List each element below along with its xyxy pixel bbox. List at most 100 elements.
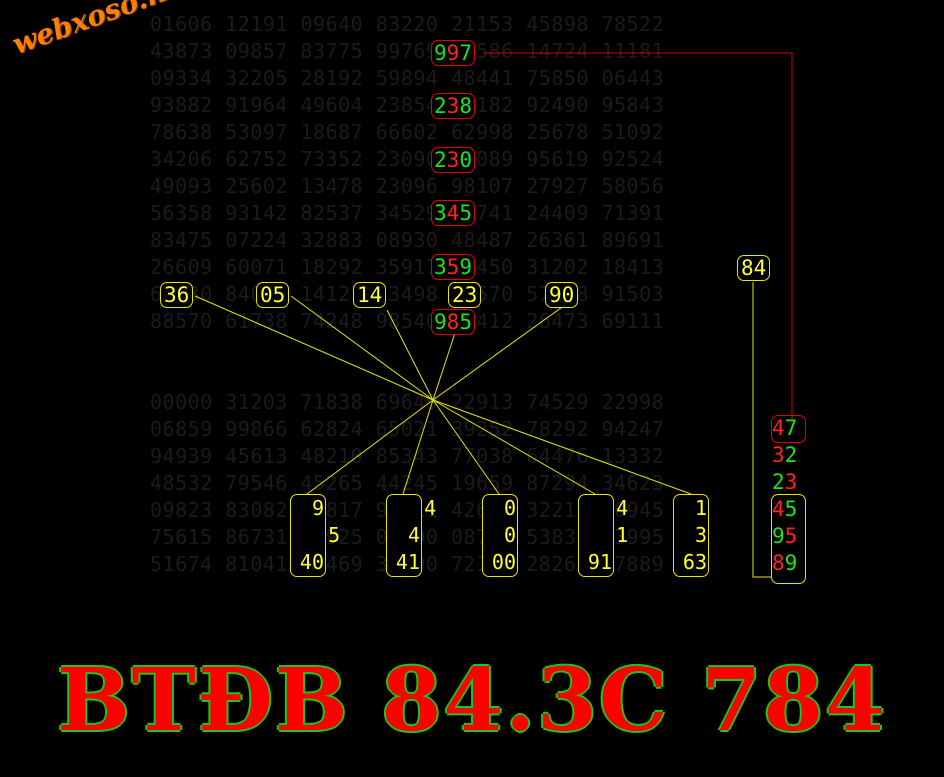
- column-value: 0: [503, 496, 516, 520]
- grid-row: 94939 45613 48210 85343 77038 64476 1333…: [150, 444, 665, 468]
- connector-line: [432, 399, 500, 495]
- column-value: 0: [503, 523, 516, 547]
- digit: 5: [446, 255, 460, 279]
- digit: 3: [446, 94, 460, 118]
- digit: 9: [784, 551, 798, 575]
- right-pair: 45: [770, 496, 799, 523]
- column-value: 91: [587, 550, 612, 574]
- label-84: 84: [737, 255, 771, 281]
- yellow-label: 23: [448, 282, 482, 308]
- digit: 3: [784, 470, 798, 494]
- red-number-box: 997: [431, 40, 475, 66]
- yellow-label: 90: [545, 282, 579, 308]
- digit: 9: [459, 255, 472, 279]
- red-number-box: 345: [431, 200, 475, 226]
- column-value: 4: [580, 496, 629, 520]
- digit: 5: [459, 310, 472, 334]
- digit: 2: [434, 94, 447, 118]
- digit: 2: [784, 443, 798, 467]
- grid-row: 88570 61738 74248 98540 46412 26473 6911…: [150, 309, 665, 333]
- grid-row: 34206 62752 73352 23090 68089 95619 9252…: [150, 147, 665, 171]
- digit: 8: [459, 94, 472, 118]
- digit: 7: [459, 41, 472, 65]
- yellow-label: 14: [353, 282, 387, 308]
- red-number-box: 230: [431, 147, 475, 173]
- red-number-box: 985: [431, 309, 475, 335]
- grid-row: 26609 60071 18292 35917 69450 31202 1841…: [150, 255, 665, 279]
- red-connector-line: [483, 52, 793, 420]
- column-value: 63: [682, 550, 707, 574]
- digit-column-box: 4 1 91: [578, 494, 629, 577]
- right-pair: 23: [770, 469, 799, 496]
- column-value: 4: [388, 496, 437, 520]
- right-top-box: [771, 415, 806, 443]
- digit: 0: [459, 148, 472, 172]
- digit: 2: [434, 148, 447, 172]
- digit: 8: [446, 310, 460, 334]
- digit: 3: [446, 148, 460, 172]
- digit: 5: [459, 201, 472, 225]
- grid-row: 43873 09857 83775 99769 62586 14724 1118…: [150, 39, 665, 63]
- column-value: 41: [395, 550, 420, 574]
- column-value: 4: [407, 523, 420, 547]
- digit: 5: [784, 524, 798, 548]
- connector-line: [306, 399, 434, 495]
- yellow-connector-line: [752, 282, 771, 578]
- grid-row: 93882 91964 49604 23854 15182 92490 9584…: [150, 93, 665, 117]
- digit: 9: [434, 310, 447, 334]
- digit-column-box: 1 3 63: [673, 494, 709, 577]
- grid-row: 83475 07224 32883 08930 48487 26361 8969…: [150, 228, 665, 252]
- right-pair: 89: [770, 550, 799, 577]
- digit: 5: [784, 497, 798, 521]
- digit: 7: [784, 416, 798, 440]
- red-number-box: 238: [431, 93, 475, 119]
- right-pair: 47: [770, 415, 799, 442]
- right-pair: 95: [770, 523, 799, 550]
- digit: 4: [446, 201, 460, 225]
- grid-row: 09334 32205 28192 59894 48441 75850 0644…: [150, 66, 665, 90]
- digit: 9: [446, 41, 460, 65]
- grid-row: 78638 53097 18687 66602 62998 25678 5109…: [150, 120, 665, 144]
- column-value: 1: [580, 523, 629, 547]
- column-value: 3: [694, 523, 707, 547]
- digit: 2: [772, 470, 785, 494]
- connector-line: [194, 295, 434, 401]
- connector-line: [432, 304, 566, 401]
- digit: 3: [434, 201, 447, 225]
- grid-row: 00000 31203 71838 69649 22913 74529 2299…: [150, 390, 665, 414]
- right-bottom-box: [771, 494, 806, 584]
- digit: 3: [772, 443, 785, 467]
- digit: 9: [772, 524, 785, 548]
- grid-row: 49093 25602 13478 23096 98107 27927 5805…: [150, 174, 665, 198]
- column-value: 9: [311, 496, 324, 520]
- grid-row: 06859 99866 62824 65021 39252 78292 9424…: [150, 417, 665, 441]
- digit-column-box: 4 4 41: [386, 494, 437, 577]
- connector-line: [432, 399, 692, 495]
- column-value: 40: [299, 550, 324, 574]
- grid-row: 56358 93142 82537 34529 76741 24409 7139…: [150, 201, 665, 225]
- digit: 3: [434, 255, 447, 279]
- digit-column-box: 9 5 40: [290, 494, 341, 577]
- red-number-box: 359: [431, 254, 475, 280]
- column-value: 00: [491, 550, 516, 574]
- connector-line: [432, 332, 456, 401]
- digit: 4: [772, 497, 785, 521]
- grid-row: 01606 12191 09640 83220 21153 45898 7852…: [150, 12, 665, 36]
- right-pair: 32: [770, 442, 799, 469]
- connector-line: [402, 399, 434, 495]
- connector-line: [386, 309, 434, 401]
- digit: 9: [434, 41, 447, 65]
- connector-line: [290, 295, 434, 401]
- headline: BTĐB 84.3C 784: [57, 650, 887, 751]
- yellow-label: 36: [160, 282, 194, 308]
- digit: 8: [772, 551, 785, 575]
- yellow-label: 05: [256, 282, 290, 308]
- column-value: 1: [694, 496, 707, 520]
- column-value: 5: [292, 523, 341, 547]
- digit: 4: [772, 416, 785, 440]
- connector-line: [432, 399, 596, 495]
